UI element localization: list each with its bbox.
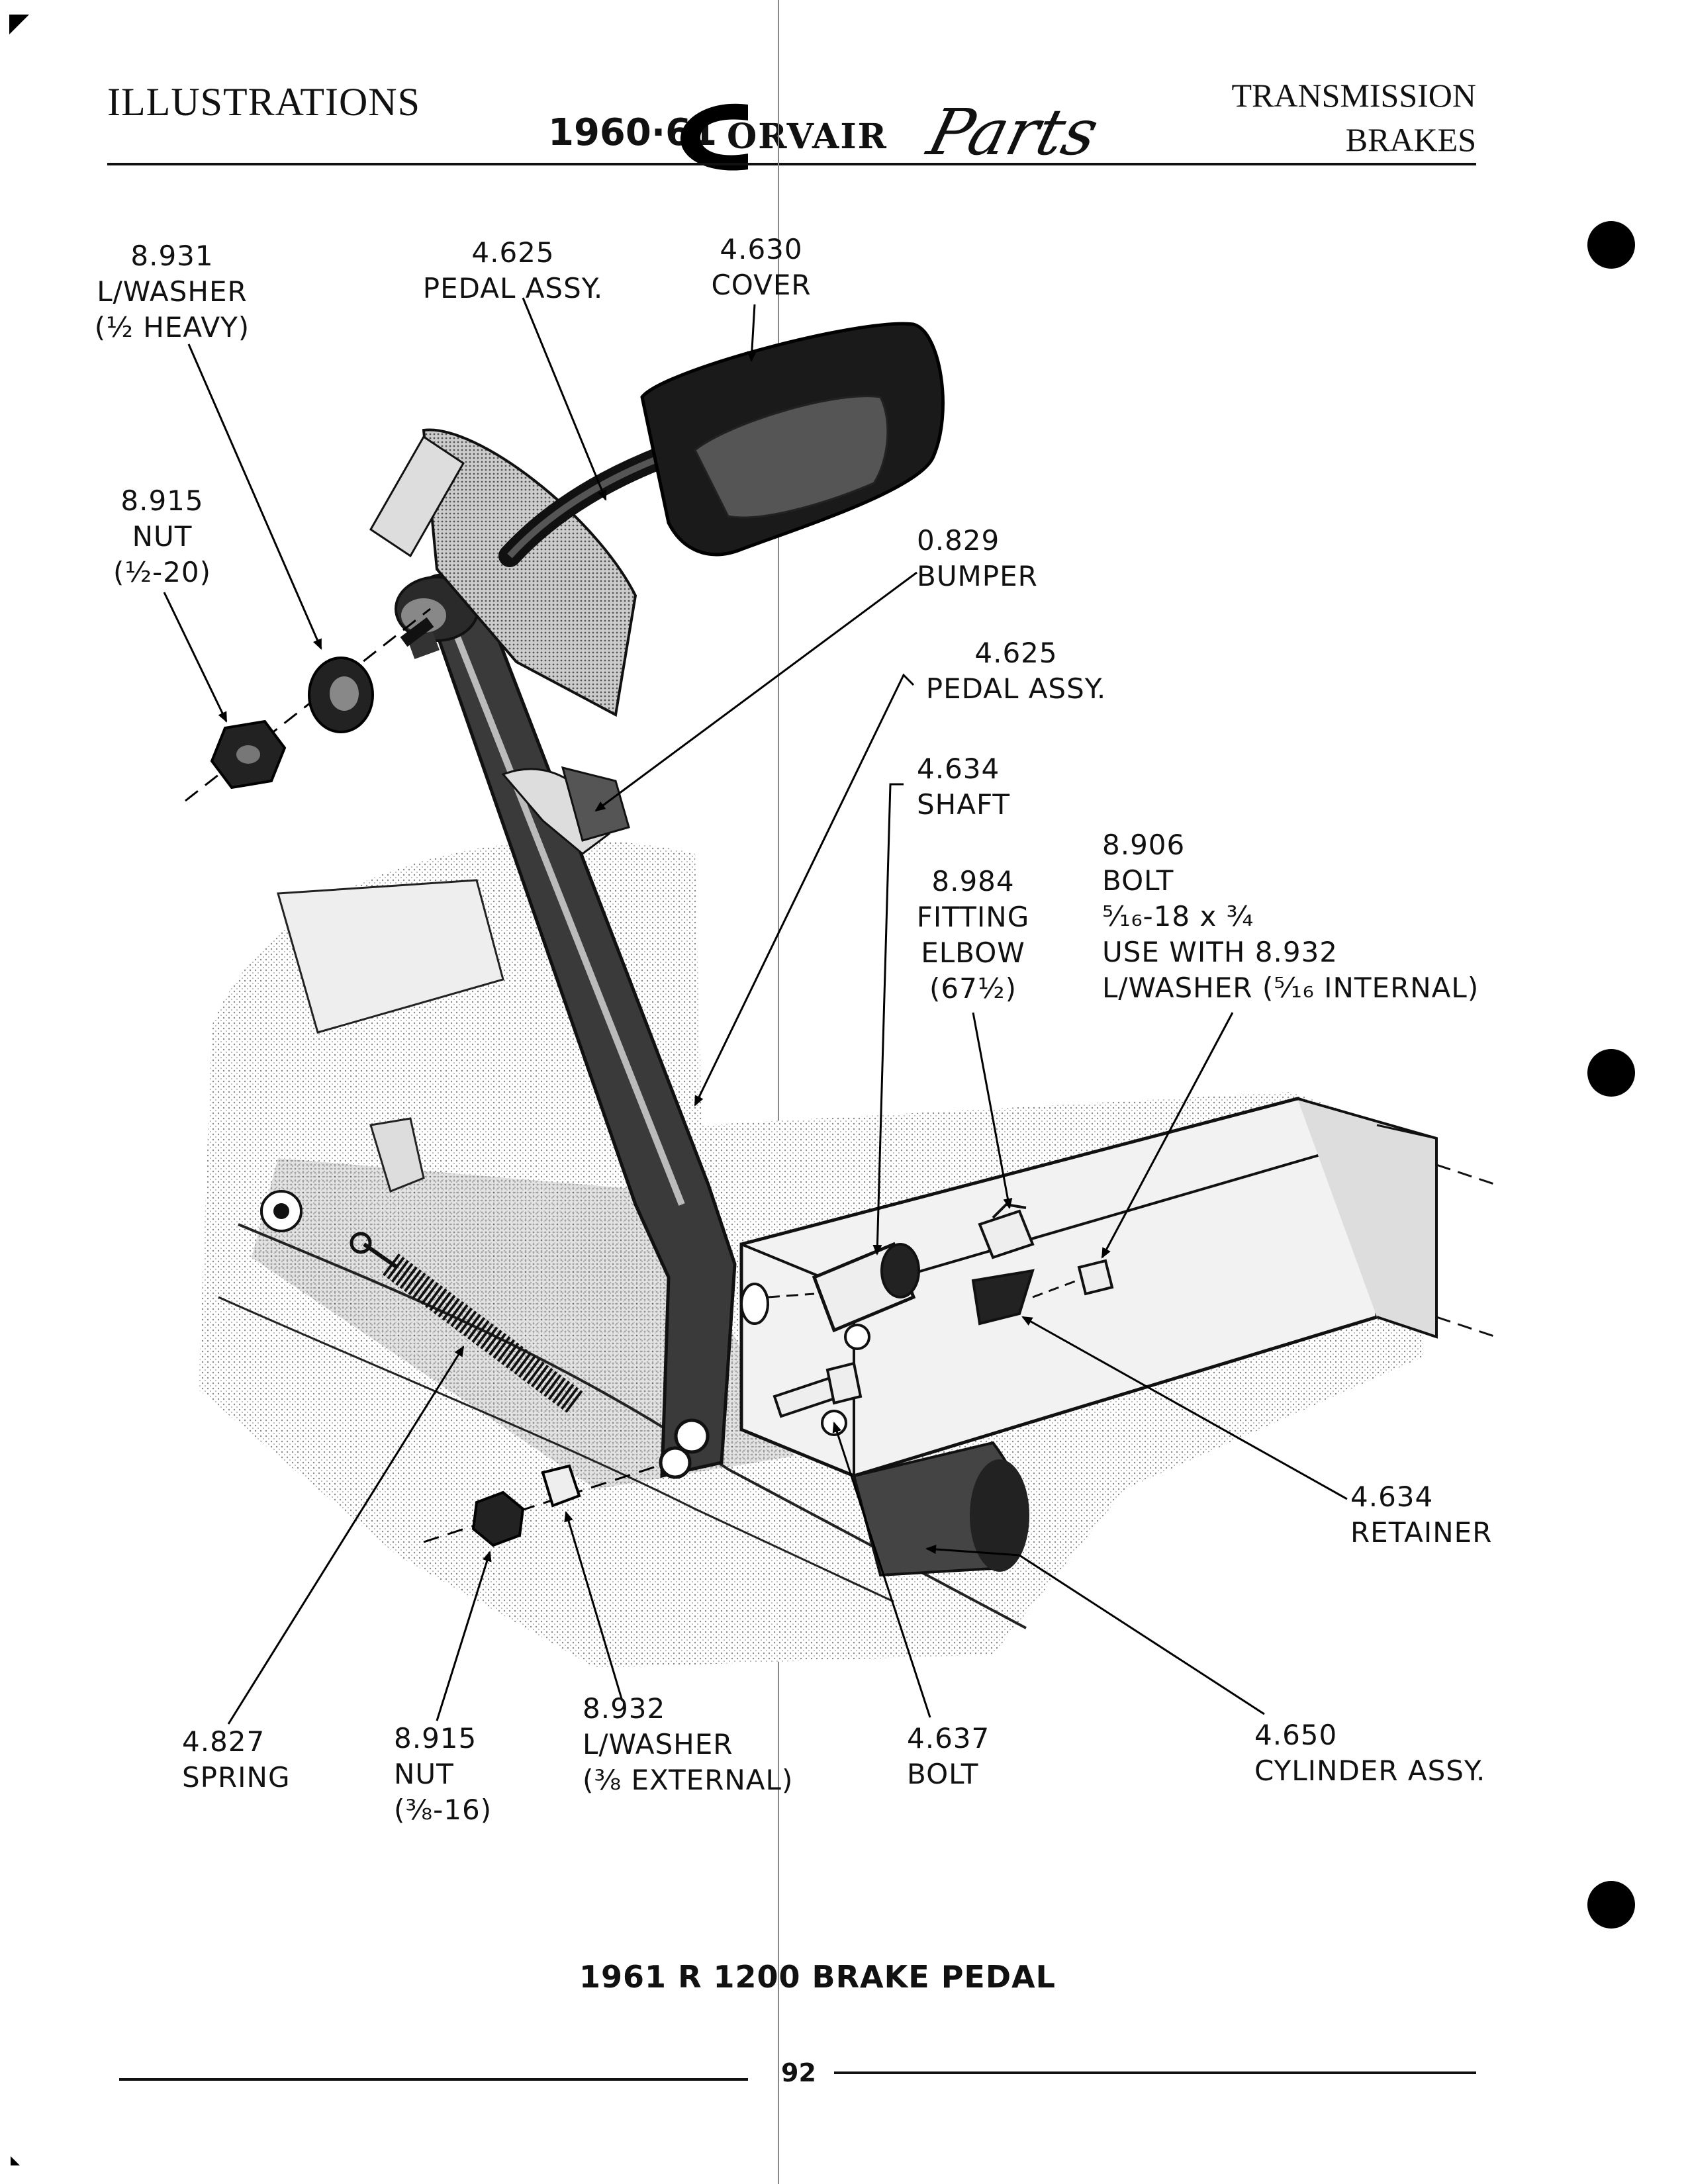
header-rule bbox=[107, 163, 1476, 165]
callout-part-name: ELBOW bbox=[921, 936, 1025, 969]
leader-pedal-top bbox=[522, 297, 607, 501]
callout-part-number: 8.984 bbox=[931, 865, 1015, 897]
callout-lw-38: 8.932 L/WASHER (⅜ EXTERNAL) bbox=[583, 1691, 801, 1798]
bolt-516-hardware bbox=[1032, 1259, 1114, 1298]
callout-part-spec: (67½) bbox=[929, 972, 1017, 1005]
callout-part-name: SHAFT bbox=[917, 788, 1011, 821]
scan-gutter-line bbox=[778, 0, 779, 2184]
callout-part-number: 4.827 bbox=[182, 1725, 265, 1758]
callout-part-spec: (⅜-16) bbox=[394, 1794, 492, 1826]
binder-hole-icon bbox=[1587, 1881, 1635, 1929]
leader-spring bbox=[227, 1345, 465, 1725]
leader-nut-38 bbox=[436, 1551, 492, 1721]
leader-shaft bbox=[872, 783, 904, 1255]
header-category: TRANSMISSION bbox=[1231, 77, 1476, 114]
callout-part-note: USE WITH 8.932 bbox=[1102, 936, 1338, 968]
callout-cover: 4.630 COVER bbox=[695, 232, 827, 303]
callout-part-number: 4.637 bbox=[907, 1722, 990, 1754]
logo-word: ORVAIR bbox=[727, 116, 888, 157]
figure-caption: 1961 R 1200 BRAKE PEDAL bbox=[579, 1959, 1056, 1995]
callout-part-number: 8.915 bbox=[120, 484, 204, 517]
nut-38 bbox=[471, 1490, 525, 1547]
binder-hole-icon bbox=[1587, 221, 1635, 269]
callout-part-number: 8.931 bbox=[130, 240, 214, 272]
callout-part-name: SPRING bbox=[182, 1761, 291, 1794]
callout-part-name: L/WASHER bbox=[583, 1728, 733, 1760]
pedal-shaft bbox=[740, 1242, 920, 1333]
callout-part-note: L/WASHER (⁵⁄₁₆ INTERNAL) bbox=[1102, 972, 1479, 1004]
callout-fitting: 8.984 FITTING ELBOW (67½) bbox=[910, 864, 1036, 1007]
footer-rule-left bbox=[119, 2078, 748, 2081]
callout-part-number: 4.630 bbox=[720, 233, 803, 265]
leader-nut-half bbox=[163, 592, 228, 723]
callout-part-name: PEDAL ASSY. bbox=[422, 272, 604, 304]
callout-part-number: 4.634 bbox=[917, 752, 1000, 785]
binder-hole-icon bbox=[1587, 1049, 1635, 1097]
callout-retainer: 4.634 RETAINER bbox=[1350, 1479, 1509, 1551]
leader-fitting bbox=[972, 1012, 1013, 1209]
leader-bolt-516 bbox=[1101, 1012, 1234, 1259]
return-spring bbox=[350, 1232, 584, 1414]
callout-part-number: 4.634 bbox=[1350, 1480, 1434, 1513]
leader-bumper bbox=[594, 571, 917, 812]
leader-lw-half bbox=[187, 343, 322, 650]
callout-part-number: 4.625 bbox=[974, 637, 1058, 669]
leader-lw-38 bbox=[564, 1511, 624, 1702]
callout-nut-half: 8.915 NUT (½-20) bbox=[99, 483, 225, 590]
callout-part-number: 0.829 bbox=[917, 524, 1000, 557]
callout-bolt-637: 4.637 BOLT bbox=[907, 1721, 1026, 1792]
leader-pedal-mid bbox=[694, 673, 915, 1107]
callout-part-name: NUT bbox=[394, 1758, 454, 1790]
callout-part-name: NUT bbox=[132, 520, 193, 553]
callout-part-number: 4.625 bbox=[471, 236, 555, 269]
callout-lw-half: 8.931 L/WASHER (½ HEAVY) bbox=[76, 238, 268, 345]
callout-part-name: BOLT bbox=[1102, 864, 1174, 897]
callout-part-name: RETAINER bbox=[1350, 1516, 1493, 1549]
callout-part-spec: (⅜ EXTERNAL) bbox=[583, 1764, 794, 1796]
corvair-parts-logo: ORVAIR Parts bbox=[669, 93, 1105, 179]
callout-part-name: FITTING bbox=[916, 901, 1030, 933]
callout-part-name: BUMPER bbox=[917, 560, 1038, 592]
leader-bolt-637 bbox=[832, 1422, 931, 1718]
callout-part-name: L/WASHER bbox=[97, 275, 248, 308]
leader-cylinder bbox=[1019, 1554, 1265, 1715]
callout-part-number: 4.650 bbox=[1254, 1719, 1338, 1751]
callout-spring: 4.827 SPRING bbox=[182, 1724, 314, 1796]
retainer-clip bbox=[971, 1269, 1035, 1326]
washer-38-external bbox=[541, 1464, 581, 1508]
callout-cylinder: 4.650 CYLINDER ASSY. bbox=[1254, 1717, 1519, 1789]
logo-c-shape bbox=[680, 103, 748, 171]
callout-part-name: BOLT bbox=[907, 1758, 979, 1790]
callout-pedal-mid: 4.625 PEDAL ASSY. bbox=[907, 635, 1125, 707]
callout-bolt-516: 8.906 BOLT ⁵⁄₁₆-18 x ¾ USE WITH 8.932 L/… bbox=[1102, 827, 1513, 1006]
callout-bumper: 0.829 BUMPER bbox=[917, 523, 1069, 594]
header-subcategory: BRAKES bbox=[1345, 121, 1476, 158]
upper-bracket bbox=[422, 428, 637, 717]
callout-part-name: PEDAL ASSY. bbox=[925, 672, 1107, 705]
callout-part-spec: ⁵⁄₁₆-18 x ¾ bbox=[1102, 900, 1254, 933]
callout-part-name: COVER bbox=[711, 269, 812, 301]
callout-part-number: 8.932 bbox=[583, 1692, 666, 1725]
header-section-title: ILLUSTRATIONS bbox=[107, 80, 420, 124]
callout-part-name: CYLINDER ASSY. bbox=[1254, 1754, 1486, 1787]
callout-part-number: 8.906 bbox=[1102, 829, 1186, 861]
callout-pedal-top: 4.625 PEDAL ASSY. bbox=[404, 235, 622, 306]
callout-part-spec: (½-20) bbox=[113, 556, 212, 588]
callout-part-spec: (½ HEAVY) bbox=[94, 311, 250, 343]
callout-nut-38: 8.915 NUT (⅜-16) bbox=[394, 1721, 520, 1828]
callout-part-number: 8.915 bbox=[394, 1722, 477, 1754]
footer-rule-right bbox=[834, 2071, 1476, 2074]
page-number: 92 bbox=[781, 2058, 816, 2087]
leader-retainer bbox=[1021, 1316, 1348, 1500]
callout-shaft: 4.634 SHAFT bbox=[917, 751, 1043, 823]
leader-cover bbox=[747, 304, 757, 362]
